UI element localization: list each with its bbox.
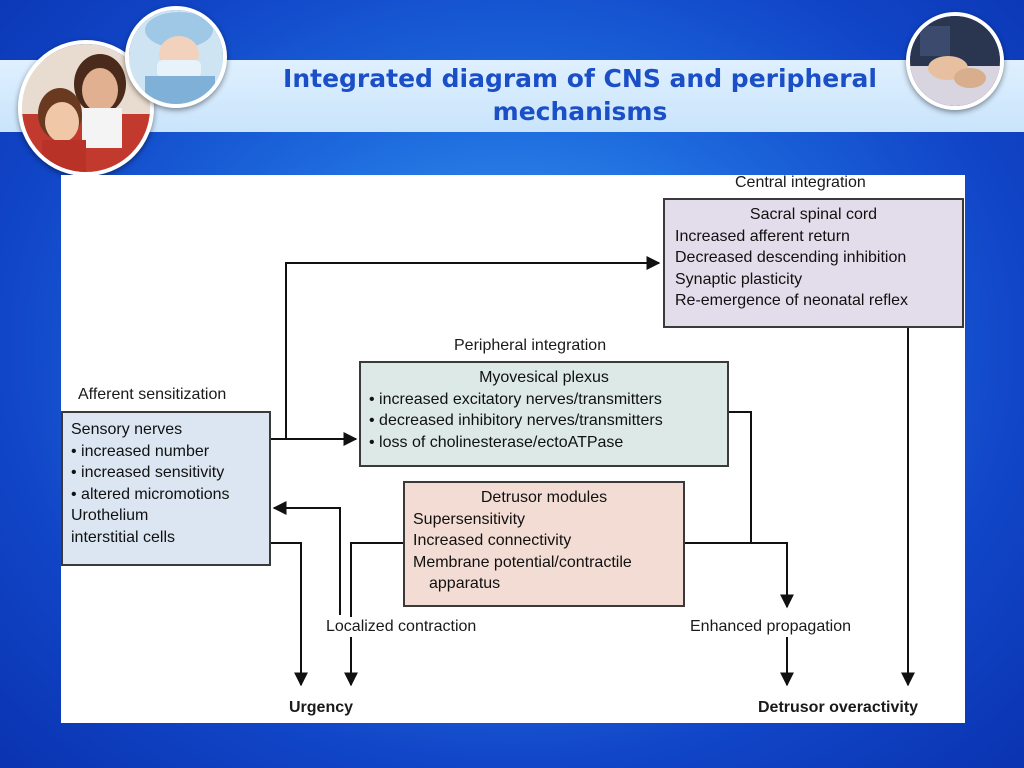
slide-title: Integrated diagram of CNS and peripheral… [200, 62, 960, 128]
arrow-afferent-to-urgency [271, 542, 308, 687]
slide-title-line-2: mechanisms [492, 97, 668, 126]
urgency-label: Urgency [289, 699, 354, 716]
connector-arrows [271, 256, 915, 687]
list-item: Supersensitivity [413, 510, 526, 528]
list-item: • decreased inhibitory nerves/transmitte… [369, 412, 663, 429]
enhanced-propagation-label: Enhanced propagation [690, 617, 852, 637]
peripheral-integration-label: Peripheral integration [454, 337, 607, 354]
list-item: Increased afferent return [675, 227, 850, 245]
detrusor-list: Supersensitivity Increased connectivity … [413, 509, 675, 595]
list-item: Re-emergence of neonatal reflex [675, 292, 909, 309]
line-peripheral-to-detrusor [729, 411, 752, 543]
central-list: Increased afferent return Decreased desc… [675, 226, 952, 312]
detrusor-box: Detrusor modules Supersensitivity Increa… [403, 481, 685, 607]
afferent-list: • increased number • increased sensitivi… [71, 441, 261, 549]
afferent-heading: Sensory nerves [71, 421, 183, 438]
mechanism-diagram: Central integration Sacral spinal cord I… [61, 174, 965, 723]
list-item: Synaptic plasticity [675, 270, 803, 288]
list-item: Decreased descending inhibition [675, 249, 907, 266]
list-item: Membrane potential/contractile [413, 553, 632, 571]
list-item: apparatus [429, 575, 501, 592]
list-item: interstitial cells [71, 528, 176, 546]
detrusor-heading: Detrusor modules [480, 489, 608, 506]
surgeon-photo [125, 6, 227, 108]
afferent-sensitization-label: Afferent sensitization [78, 386, 227, 403]
list-item: • loss of cholinesterase/ectoATPase [369, 433, 624, 451]
peripheral-heading: Myovesical plexus [479, 369, 609, 386]
peripheral-box: Myovesical plexus • increased excitatory… [359, 361, 729, 467]
peripheral-list: • increased excitatory nerves/transmitte… [369, 389, 719, 454]
list-item: Increased connectivity [413, 532, 572, 549]
central-heading: Sacral spinal cord [749, 206, 878, 223]
arrow-detrusor-to-urgency [344, 542, 403, 687]
arrow-detrusor-to-propagation [685, 542, 794, 609]
slide-title-line-1: Integrated diagram of CNS and peripheral [283, 64, 877, 93]
central-integration-label: Central integration [735, 174, 866, 191]
hands-photo [906, 12, 1004, 110]
central-box: Sacral spinal cord Increased afferent re… [663, 198, 964, 328]
list-item: Urothelium [71, 507, 149, 524]
list-item: • increased sensitivity [71, 464, 225, 481]
detrusor-overactivity-label: Detrusor overactivity [758, 699, 919, 716]
localized-contraction-label: Localized contraction [326, 617, 477, 637]
list-item: • increased number [71, 442, 210, 460]
list-item: • altered micromotions [71, 485, 230, 503]
afferent-box: Sensory nerves • increased number • incr… [61, 411, 271, 566]
list-item: • increased excitatory nerves/transmitte… [369, 390, 662, 408]
arrow-contraction-to-afferent [272, 501, 341, 615]
